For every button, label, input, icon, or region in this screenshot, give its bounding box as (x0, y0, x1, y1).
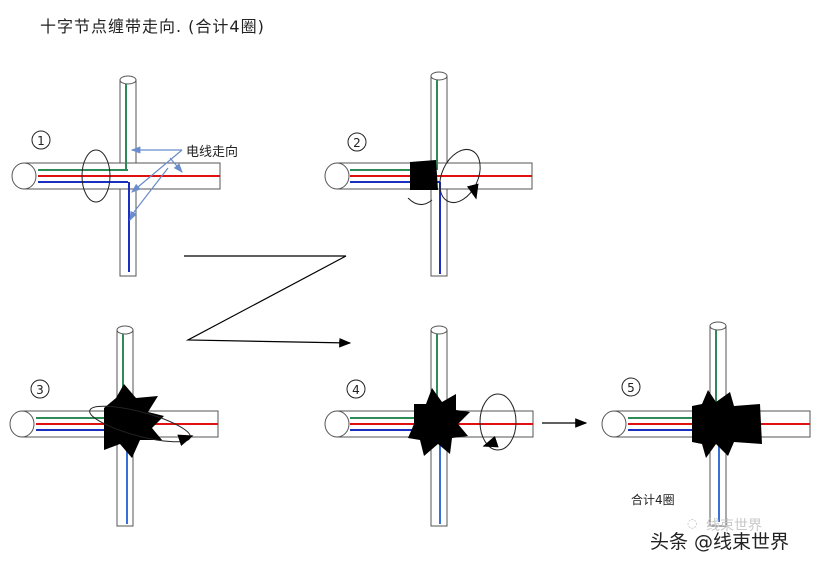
cross-node-step-2 (324, 71, 533, 277)
step-badge-4: 4 (346, 379, 366, 399)
step-badge-3: 3 (30, 379, 50, 399)
cross-node-step-4 (324, 325, 534, 527)
svg-text:1: 1 (37, 134, 45, 148)
watermark-ghost: 线束世界 (706, 518, 762, 534)
total-wraps-label: 合计4圈 (631, 492, 675, 507)
cross-node-step-1 (11, 75, 221, 277)
svg-text:4: 4 (352, 383, 360, 397)
wechat-icon: ◌ (687, 516, 698, 530)
wire-direction-label: 电线走向 (186, 144, 238, 160)
svg-text:2: 2 (353, 136, 361, 150)
svg-text:5: 5 (627, 381, 635, 395)
step-badge-1: 1 (31, 130, 51, 150)
cross-node-step-3 (9, 325, 219, 527)
watermark: 头条 @线束世界 (650, 531, 790, 553)
step-badge-5: 5 (621, 377, 641, 397)
cross-node-step-5 (601, 321, 811, 527)
step-badge-2: 2 (347, 132, 367, 152)
svg-text:3: 3 (36, 383, 44, 397)
diagram-title: 十字节点缠带走向. (合计4圈) (40, 17, 265, 36)
flow-arrow-z (184, 255, 352, 348)
